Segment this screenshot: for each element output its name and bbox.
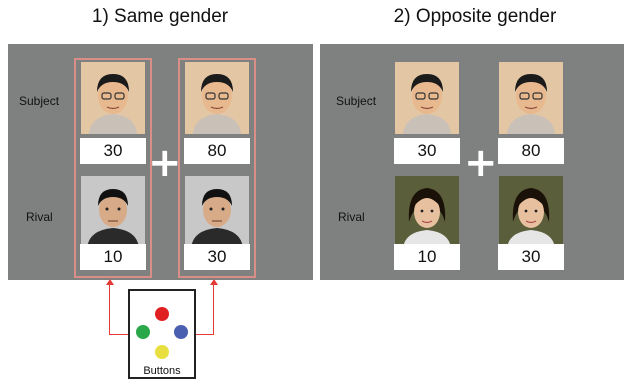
same-gender-panel: Subject Rival 30 80 +: [8, 44, 313, 280]
subject-value-box: 80: [184, 138, 250, 164]
subject-value-box: 30: [80, 138, 146, 164]
subject-photo: [395, 62, 459, 134]
plus-sign: +: [464, 140, 498, 186]
buttons-label: Buttons: [143, 365, 181, 377]
left-connector-line: [109, 285, 110, 335]
subject-value-box: 80: [498, 138, 564, 164]
plus-sign: +: [148, 140, 182, 186]
right-connector-line: [213, 285, 214, 335]
rival-label: Rival: [26, 210, 53, 224]
rival-photo: [81, 176, 145, 248]
right-option-arrow: [210, 279, 218, 285]
opposite-gender-panel: Subject Rival 30 80 +: [320, 44, 624, 280]
subject-label: Subject: [19, 94, 60, 108]
subject-photo: [499, 62, 563, 134]
left-connector-line: [109, 334, 139, 335]
rival-value-box: 30: [498, 244, 564, 270]
right-connector-line: [186, 334, 214, 335]
left-option-arrow: [106, 279, 114, 285]
subject-photo: [185, 62, 249, 134]
panel-2-title: 2) Opposite gender: [393, 6, 557, 27]
rival-value-box: 10: [80, 244, 146, 270]
rival-value-box: 10: [394, 244, 460, 270]
left-button[interactable]: [136, 325, 150, 339]
top-button[interactable]: [155, 307, 169, 321]
option-left-highlight: [74, 58, 152, 278]
rival-label: Rival: [338, 210, 365, 224]
subject-photo: [81, 62, 145, 134]
rival-photo: [395, 176, 459, 248]
rival-photo: [499, 176, 563, 248]
subject-value-box: 30: [394, 138, 460, 164]
rival-photo: [185, 176, 249, 248]
bottom-button[interactable]: [155, 345, 169, 359]
right-button[interactable]: [174, 325, 188, 339]
subject-label: Subject: [336, 94, 377, 108]
option-right-highlight: [178, 58, 256, 278]
panel-1-title: 1) Same gender: [91, 6, 229, 27]
button-box: Buttons: [128, 289, 196, 379]
rival-value-box: 30: [184, 244, 250, 270]
